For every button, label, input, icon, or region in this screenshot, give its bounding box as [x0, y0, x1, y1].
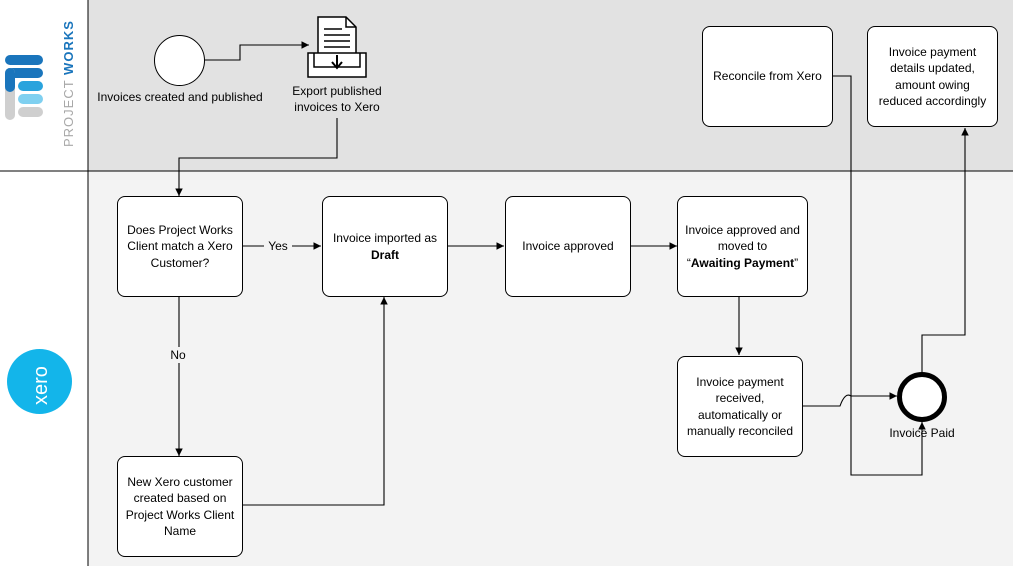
end-event-label: Invoice Paid — [889, 426, 955, 440]
awaiting-payment-prefix: Invoice approved and moved to — [685, 223, 800, 254]
reconcile-task-label: Reconcile from Xero — [713, 69, 822, 84]
open-quote: “ — [686, 255, 691, 270]
payment-received-label: Invoice payment received, automatically … — [686, 375, 794, 438]
edge-start-to-export — [205, 41, 309, 61]
imported-draft-prefix: Invoice imported as — [332, 231, 438, 246]
payment-received-task: Invoice payment received, automatically … — [677, 356, 803, 457]
new-customer-label: New Xero customer created based on Proje… — [125, 475, 235, 538]
edge-paid-to-updated — [921, 127, 969, 372]
lane-top-background — [88, 0, 1013, 171]
awaiting-payment-bold: Awaiting Payment — [690, 255, 795, 270]
xero-logo-icon — [7, 349, 72, 414]
approved-task: Invoice approved — [505, 196, 631, 297]
awaiting-payment-task: Invoice approved and moved to “Awaiting … — [677, 196, 808, 297]
export-label: Export published invoices to Xero — [292, 84, 382, 115]
start-event-label: Invoices created and published — [97, 90, 263, 104]
project-works-logo-icon — [5, 55, 43, 120]
approved-label: Invoice approved — [522, 239, 614, 254]
yes-edge-label: Yes — [264, 238, 292, 255]
close-quote: ” — [794, 255, 799, 270]
edge-reconcile-to-paid — [832, 75, 926, 476]
no-edge-label: No — [164, 347, 192, 364]
end-event — [897, 372, 947, 422]
start-event — [154, 35, 205, 86]
new-customer-task: New Xero customer created based on Proje… — [117, 456, 243, 557]
match-question-label: Does Project Works Client match a Xero C… — [127, 223, 233, 270]
edge-new-customer-to-imported — [242, 297, 388, 506]
match-question-task: Does Project Works Client match a Xero C… — [117, 196, 243, 297]
awaiting-payment-label: Invoice approved and moved to “Awaiting … — [684, 222, 801, 271]
payment-updated-task: Invoice payment details updated, amount … — [867, 26, 998, 127]
imported-draft-bold: Draft — [370, 247, 399, 262]
edge-export-to-match — [175, 118, 338, 196]
payment-updated-label: Invoice payment details updated, amount … — [878, 45, 987, 108]
reconcile-task: Reconcile from Xero — [702, 26, 833, 127]
imported-draft-label: Invoice imported as Draft — [333, 230, 437, 262]
imported-draft-task: Invoice imported as Draft — [322, 196, 448, 297]
